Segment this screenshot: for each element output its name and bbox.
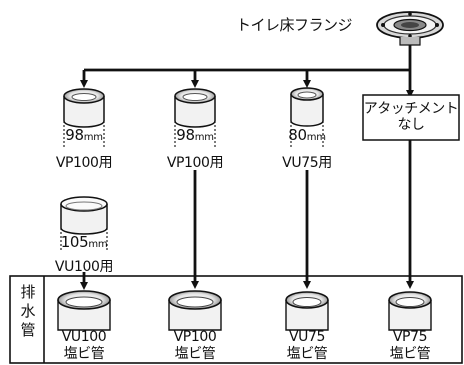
flange-label: トイレ床フランジ: [236, 16, 353, 34]
pipe-vu100-icon: [57, 290, 111, 331]
drain-pipe-label: 排 水 管: [20, 283, 36, 339]
pipe-vu75-icon: [285, 291, 329, 331]
pipe-vp75-icon: [388, 291, 432, 331]
toilet-flange-icon: [376, 11, 444, 46]
attachment-label: VU75用: [282, 155, 332, 171]
attachment-vp100-1-icon: [63, 88, 105, 128]
attachment-vp100-2-icon: [174, 88, 216, 128]
no-attachment-label: アタッチメント なし: [363, 101, 459, 133]
dimension-lines: [60, 121, 324, 252]
attachment-dimension: 105mm: [60, 233, 108, 251]
attachment-dimension: 98mm: [176, 126, 214, 144]
attachment-vu75-icon: [290, 87, 324, 127]
attachment-vu100-icon: [60, 196, 108, 235]
pipe-vp100-icon: [168, 290, 222, 331]
attachment-dimension: 98mm: [65, 126, 103, 144]
connector-lines: [80, 45, 414, 290]
attachment-label: VP100用: [55, 155, 113, 171]
attachment-dimension: 80mm: [288, 126, 326, 144]
attachment-label: VP100用: [166, 155, 224, 171]
drain-pipe-frame: [9, 275, 463, 364]
attachment-label: VU100用: [54, 259, 114, 275]
no-attachment-box: [362, 94, 460, 141]
